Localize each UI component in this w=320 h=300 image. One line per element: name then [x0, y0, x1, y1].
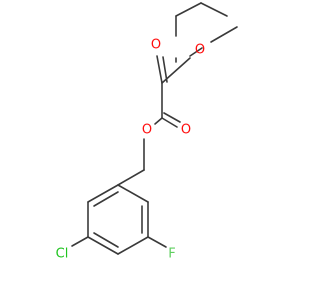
bond-c1-o1b [162, 56, 168, 83]
ring-3 [117, 236, 149, 255]
ring-4 [87, 236, 119, 255]
ring-inner-c [93, 232, 119, 248]
bond-ethyl-ch2 [200, 2, 228, 17]
bond-ring-f [147, 236, 167, 248]
bond-c2-oester2 [154, 117, 163, 125]
bond-c2-o2b [163, 112, 181, 123]
atom-o-ester-bottom: O [142, 123, 152, 138]
ring-1 [117, 184, 149, 203]
atom-chlorine: Cl [56, 247, 69, 262]
ring-inner-a [93, 191, 119, 207]
bond-c1-o1a [156, 55, 163, 84]
bond-c2-o2a [161, 117, 178, 128]
structure-overlay: O O O O Cl F [0, 0, 300, 300]
bond-ring-cl [71, 236, 89, 247]
molecule-canvas: O O O O Cl F [0, 0, 300, 300]
bond-ch2-ch2b [117, 169, 145, 186]
atom-fluorine: F [168, 247, 175, 262]
background [0, 0, 300, 300]
ethyl-c1 [210, 26, 238, 43]
bond-ethyl-ch3 [175, 2, 202, 17]
atom-o-carbonyl-top: O [151, 38, 161, 53]
ethyl-c2 [189, 47, 203, 57]
atom-o-carbonyl-bottom: O [181, 123, 191, 138]
ring-6 [87, 184, 119, 203]
atom-o-ester-top: O [195, 43, 205, 58]
